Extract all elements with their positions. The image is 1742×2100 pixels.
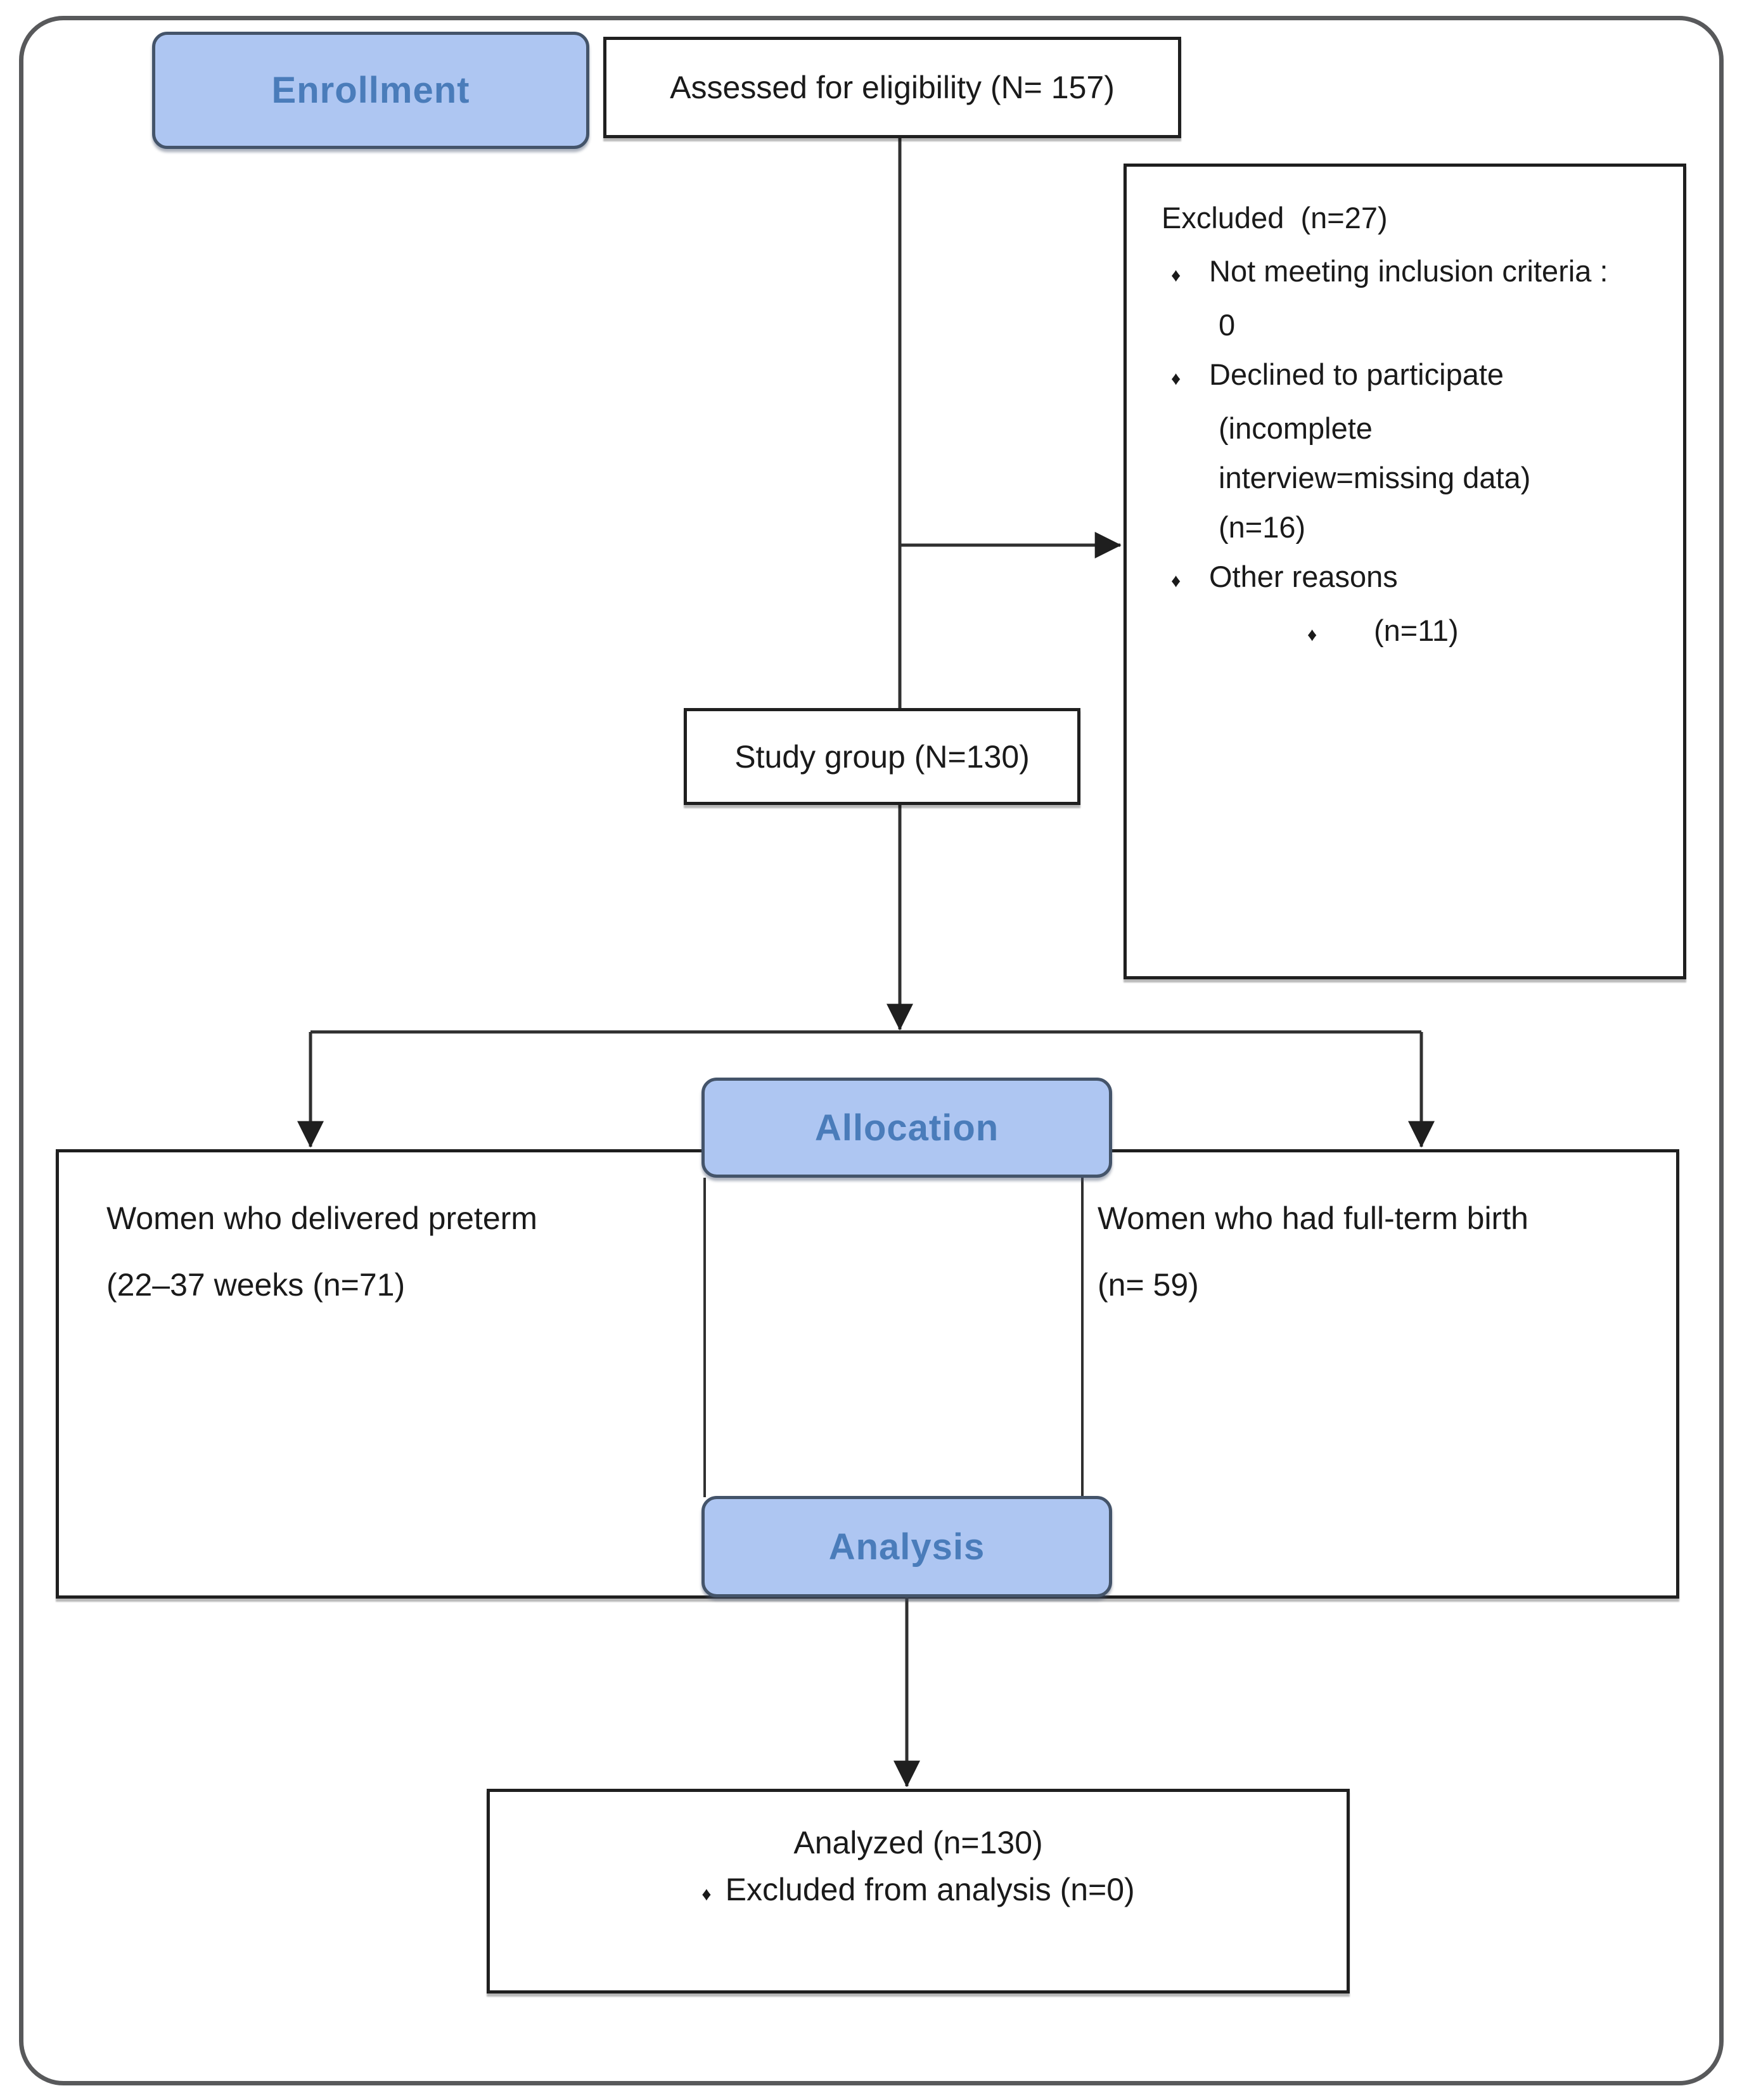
- excluded-item-continuation: 0: [1162, 300, 1670, 350]
- excluded-item-continuation: (incomplete: [1162, 404, 1670, 453]
- excluded-title: Excluded (n=27): [1162, 201, 1388, 235]
- excluded-item-text: 0: [1219, 308, 1236, 342]
- excluded-item: ♦ Not meeting inclusion criteria :: [1162, 247, 1670, 300]
- excluded-box: Excluded (n=27) ♦ Not meeting inclusion …: [1124, 164, 1686, 979]
- bullet-diamond-icon: ♦: [701, 1884, 712, 1905]
- assessed-eligibility-label: Assessed for eligibility (N= 157): [670, 70, 1115, 105]
- preterm-group-line1: Women who delivered preterm: [106, 1201, 537, 1236]
- bullet-diamond-icon: ♦: [1307, 624, 1317, 645]
- preterm-group-text: Women who delivered preterm (22–37 weeks…: [106, 1185, 772, 1318]
- excluded-item-text: Other reasons: [1209, 560, 1398, 593]
- excluded-item-text: (n=11): [1374, 614, 1459, 647]
- excluded-item-text: (incomplete: [1219, 411, 1373, 445]
- analyzed-label: Analyzed (n=130): [793, 1825, 1043, 1860]
- analysis-stage-band: Analysis: [701, 1496, 1112, 1597]
- allocation-stage-band: Allocation: [701, 1078, 1112, 1178]
- analyzed-box: Analyzed (n=130) ♦ Excluded from analysi…: [487, 1789, 1350, 1994]
- bullet-diamond-icon: ♦: [1171, 570, 1181, 591]
- allocation-stage-label: Allocation: [814, 1107, 999, 1149]
- excluded-item-text: interview=missing data): [1219, 461, 1531, 494]
- excluded-item: ♦ Other reasons: [1162, 552, 1670, 606]
- excluded-item-text: Declined to participate: [1209, 358, 1504, 391]
- fullterm-group-line2: (n= 59): [1098, 1267, 1199, 1303]
- analysis-stage-label: Analysis: [828, 1526, 985, 1568]
- bullet-diamond-icon: ♦: [1171, 368, 1181, 389]
- excluded-item-text: (n=16): [1219, 510, 1306, 544]
- fullterm-group-text: Women who had full-term birth (n= 59): [1098, 1185, 1687, 1318]
- fullterm-group-line1: Women who had full-term birth: [1098, 1201, 1528, 1236]
- excluded-item-continuation: (n=16): [1162, 503, 1670, 552]
- preterm-group-line2: (22–37 weeks (n=71): [106, 1267, 406, 1303]
- enrollment-stage-label: Enrollment: [271, 70, 470, 111]
- excluded-item: ♦ Declined to participate: [1162, 350, 1670, 404]
- excluded-item-continuation: interview=missing data): [1162, 453, 1670, 503]
- excluded-subitem: ♦ (n=11): [1162, 606, 1670, 660]
- enrollment-stage-band: Enrollment: [152, 32, 589, 149]
- analyzed-excluded-text: Excluded from analysis (n=0): [725, 1872, 1135, 1907]
- analyzed-excluded-item: ♦ Excluded from analysis (n=0): [490, 1862, 1347, 1923]
- assessed-eligibility-box: Assessed for eligibility (N= 157): [603, 37, 1181, 138]
- excluded-item-text: Not meeting inclusion criteria :: [1209, 254, 1608, 288]
- bullet-diamond-icon: ♦: [1171, 265, 1181, 286]
- study-group-box: Study group (N=130): [684, 708, 1080, 805]
- study-group-label: Study group (N=130): [734, 738, 1030, 775]
